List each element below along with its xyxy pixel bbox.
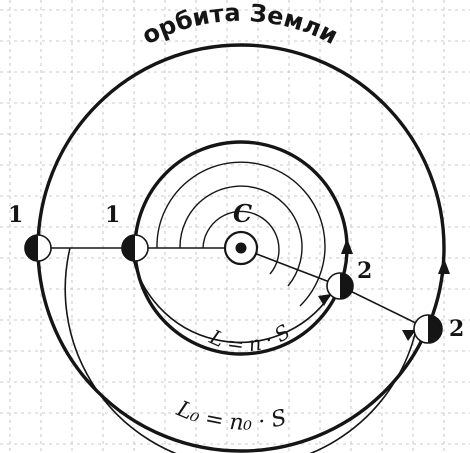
sun (225, 232, 257, 264)
label-outer-right: 2 (449, 316, 464, 342)
planet-position-1 (122, 235, 148, 261)
label-inner-left: 1 (105, 202, 120, 228)
orbit-title: орбита Земли (138, 0, 343, 50)
earth-position-1 (25, 235, 51, 261)
formula-outer: L₀ = n₀ · S (172, 396, 289, 436)
planet-position-2 (327, 273, 353, 299)
earth-position-2 (414, 315, 442, 343)
outer-orbit-arrow (438, 258, 450, 274)
label-inner-right: 2 (357, 258, 372, 284)
l-arrow-arc (131, 248, 331, 342)
center-label: C (233, 199, 252, 228)
label-outer-left: 1 (8, 202, 23, 228)
